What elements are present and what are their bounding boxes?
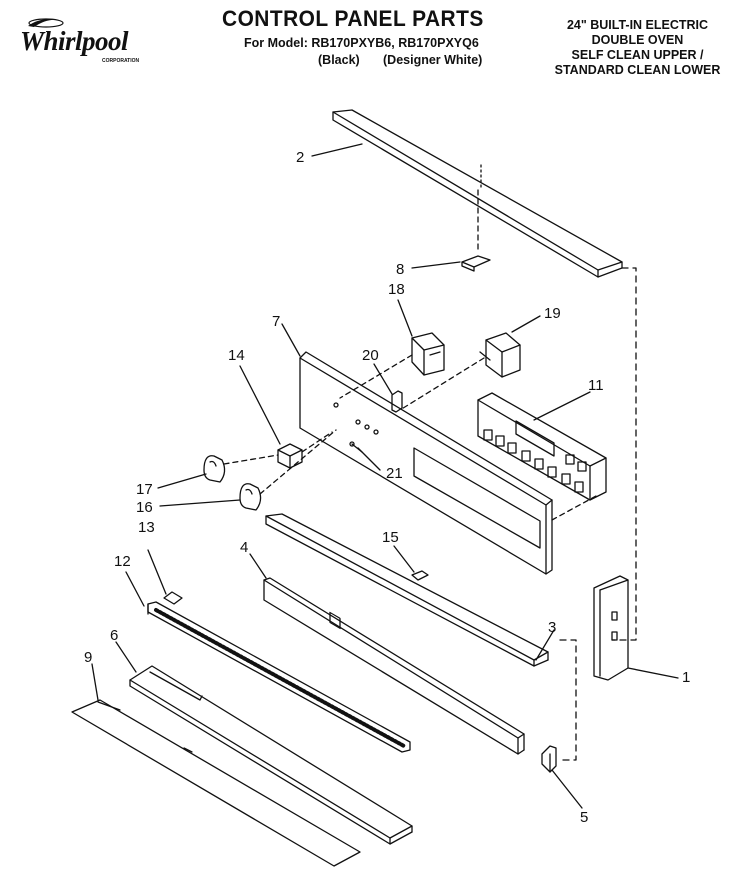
- part-3-lower-trim: [265, 513, 549, 667]
- part-12-vent-grille: [147, 601, 411, 753]
- brand-subtitle: CORPORATION: [102, 58, 140, 64]
- part-6-bottom-channel: [129, 665, 413, 845]
- callout-labels: 2 8 18 19 7 20 11 14 17 16 21 15 4 3 1 1…: [84, 149, 690, 826]
- callout-14: 14: [228, 347, 245, 364]
- callout-6: 6: [110, 627, 118, 644]
- variant-white: (Designer White): [383, 53, 483, 67]
- part-1-side-bracket: [593, 575, 629, 681]
- part-14-switch: [277, 443, 303, 469]
- part-15-clip: [411, 570, 429, 581]
- part-2-top-trim: [332, 109, 623, 278]
- part-7-control-panel: [299, 351, 553, 630]
- part-8-clip: [461, 255, 491, 268]
- callout-17: 17: [136, 481, 153, 498]
- callout-16: 16: [136, 499, 153, 516]
- part-9-base-strip: [71, 699, 361, 867]
- variant-black: (Black): [318, 53, 360, 67]
- page-title: CONTROL PANEL PARTS: [222, 6, 484, 31]
- part-13-bracket: [163, 591, 183, 605]
- callout-3: 3: [548, 619, 556, 636]
- callout-leaders: [91, 143, 679, 809]
- callout-4: 4: [240, 539, 248, 556]
- callout-9: 9: [84, 649, 92, 666]
- callout-11: 11: [588, 377, 604, 394]
- callout-19: 19: [544, 305, 561, 322]
- callout-20: 20: [362, 347, 379, 364]
- callout-12: 12: [114, 553, 131, 570]
- whirlpool-logo: Whirlpool CORPORATION: [20, 14, 150, 70]
- description-line: DOUBLE OVEN: [591, 33, 684, 47]
- part-11-control-board: [477, 392, 607, 501]
- brand-wordmark: Whirlpool: [20, 26, 129, 56]
- part-17-knob: [203, 455, 226, 483]
- part-5-clip: [541, 745, 557, 773]
- callout-8: 8: [396, 261, 404, 278]
- callout-5: 5: [580, 809, 588, 826]
- part-19-selector: [479, 332, 521, 378]
- callout-7: 7: [272, 313, 280, 330]
- logo-swoosh-icon: [28, 18, 64, 28]
- part-20-clip: [391, 390, 403, 413]
- part-18-switch: [411, 332, 445, 376]
- description-line: STANDARD CLEAN LOWER: [554, 63, 721, 77]
- callout-15: 15: [382, 529, 399, 546]
- callout-18: 18: [388, 281, 405, 298]
- part-4-trim-bar: [263, 577, 525, 755]
- description-line: 24" BUILT-IN ELECTRIC: [566, 18, 709, 32]
- description-line: SELF CLEAN UPPER /: [571, 48, 704, 62]
- part-16-knob: [239, 483, 262, 511]
- callout-2: 2: [296, 149, 304, 166]
- callout-1: 1: [682, 669, 690, 686]
- callout-21: 21: [386, 465, 403, 482]
- model-numbers: For Model: RB170PXYB6, RB170PXYQ6: [244, 36, 479, 50]
- callout-13: 13: [138, 519, 155, 536]
- appliance-description: 24" BUILT-IN ELECTRIC DOUBLE OVEN SELF C…: [545, 18, 730, 78]
